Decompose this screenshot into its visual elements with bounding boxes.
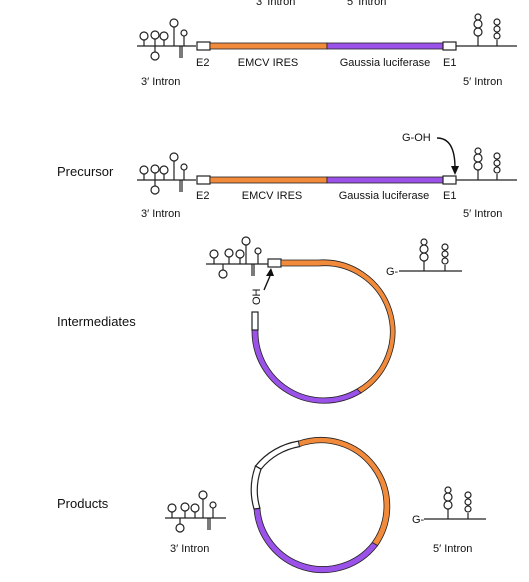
row1-e2-label: E2	[196, 57, 209, 69]
intermediate-3-intron-hairpins	[206, 236, 268, 279]
top-5-intron-label: 5' Intron	[347, 0, 386, 8]
precursor-ires-segment	[209, 176, 328, 184]
product-5-intron-label: 5′ Intron	[433, 543, 472, 555]
intermediate-oh-label: OH	[251, 288, 263, 305]
intermediates-row: Intermediates OH G-	[57, 236, 462, 404]
precursor-e1-label: E1	[443, 190, 456, 202]
row1-3-intron-label: 3′ Intron	[141, 76, 180, 88]
circ-exon-scar-2	[250, 465, 262, 510]
precursor-row: Precursor G-OH E2 E	[57, 132, 517, 220]
row1-e1-label: E1	[443, 57, 456, 69]
intermediate-g-label: G-	[386, 266, 399, 278]
intermediate-e2-exon	[267, 258, 282, 268]
intermediate-5-intron-hairpins	[399, 238, 462, 272]
circ-exon-scar-1	[254, 440, 301, 470]
precursor-ires-label: EMCV IRES	[242, 190, 303, 202]
top-3-intron-label: 3' Intron	[256, 0, 295, 8]
intermediate-e1-exon	[251, 311, 259, 331]
precursor-5-intron-hairpins	[456, 147, 517, 181]
product-5-intron-hairpins	[424, 486, 486, 520]
precursor-e1-exon	[442, 175, 457, 185]
row1-gluc-segment	[326, 42, 444, 50]
precursor-stage-label: Precursor	[57, 164, 114, 179]
construct-row-1: E2 EMCV IRES Gaussia luciferase E1 3′ In…	[137, 13, 517, 88]
intermediate-gluc-arc	[251, 329, 362, 404]
circular-rna	[250, 437, 391, 574]
circ-gluc-arc	[253, 507, 379, 574]
product-3-intron-label: 3′ Intron	[170, 543, 209, 555]
row1-3-intron-hairpins	[137, 18, 196, 61]
goh-arrowhead	[451, 166, 459, 175]
oh-arrowhead	[266, 268, 274, 276]
product-g-label: G-	[412, 514, 425, 526]
precursor-gluc-segment	[326, 176, 444, 184]
row1-5-intron-label: 5′ Intron	[463, 76, 502, 88]
precursor-5-intron-label: 5′ Intron	[463, 208, 502, 220]
precursor-e2-label: E2	[196, 190, 209, 202]
precursor-3-intron-hairpins	[137, 152, 196, 195]
intermediate-ires-arc	[280, 259, 396, 394]
product-3-intron-hairpins	[165, 490, 226, 533]
precursor-3-intron-label: 3′ Intron	[141, 208, 180, 220]
goh-attack-arrow	[436, 137, 456, 169]
products-stage-label: Products	[57, 496, 109, 511]
row1-ires-label: EMCV IRES	[238, 57, 299, 69]
row1-e1-exon	[442, 41, 457, 51]
row1-ires-segment	[209, 42, 328, 50]
precursor-e2-exon	[196, 175, 211, 185]
row1-gluc-label: Gaussia luciferase	[340, 57, 431, 69]
circ-ires-arc	[298, 437, 391, 547]
row1-5-intron-hairpins	[456, 13, 517, 47]
intermediates-stage-label: Intermediates	[57, 314, 136, 329]
precursor-goh-label: G-OH	[402, 132, 431, 144]
products-row: Products 3′ Intron G-	[57, 437, 486, 574]
oh-attack-arrow	[263, 275, 271, 291]
precursor-gluc-label: Gaussia luciferase	[339, 190, 430, 202]
row1-e2-exon	[196, 41, 211, 51]
